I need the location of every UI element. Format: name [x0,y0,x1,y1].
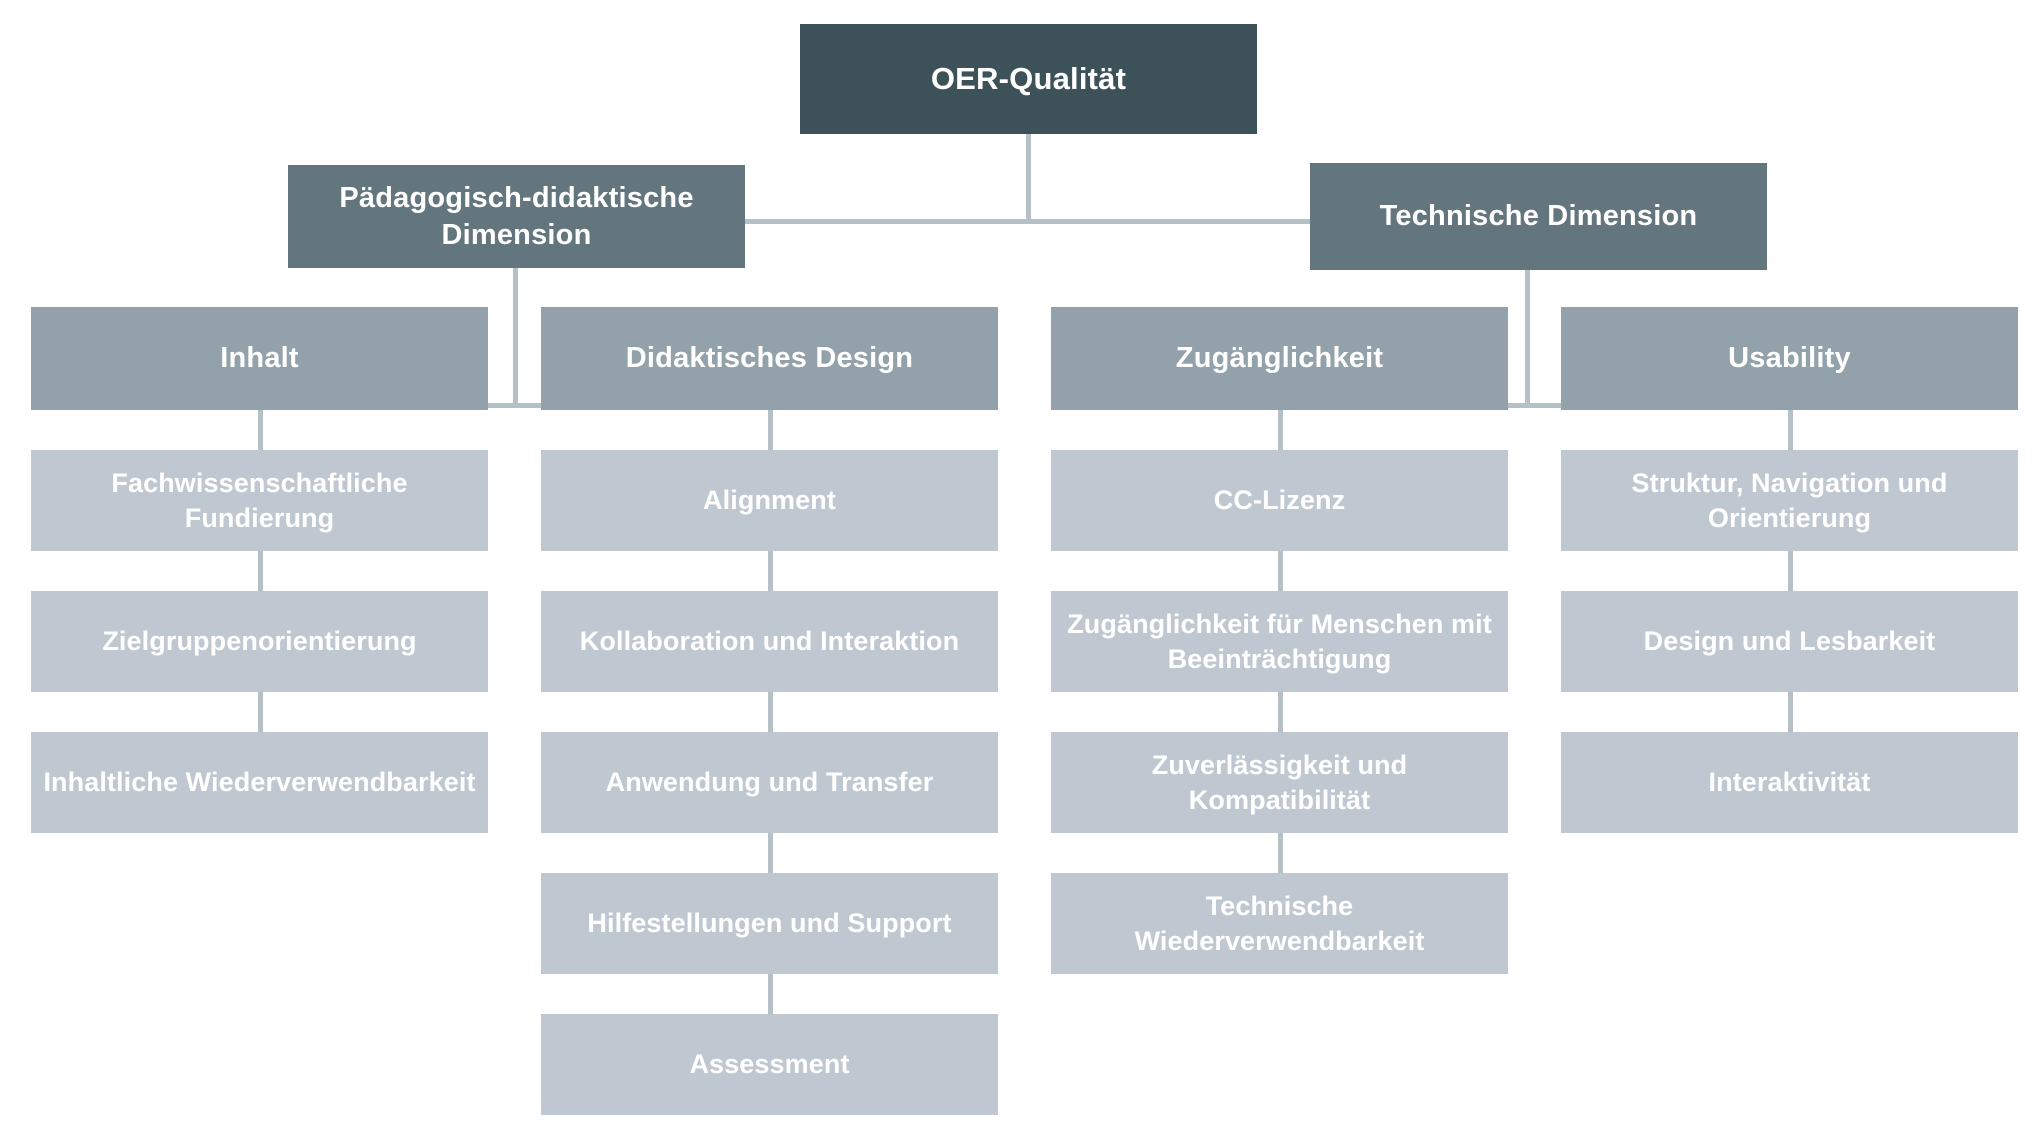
connector-technical-branch-bar [1413,403,1635,408]
connector-technical-stem [1525,270,1530,408]
node-oer-qualitaet[interactable]: OER-Qualität [800,24,1257,134]
connector-col1-1 [258,410,263,450]
node-interaktivitaet[interactable]: Interaktivität [1561,732,2018,833]
connector-pedagogical-stem [513,268,518,408]
node-struktur-navigation-und-orientierung[interactable]: Struktur, Navigation und Orientierung [1561,450,2018,551]
node-assessment[interactable]: Assessment [541,1014,998,1115]
connector-col3-2 [1278,551,1283,591]
node-zugaenglichkeit-fuer-menschen-mit-beeintraechtigung[interactable]: Zugänglichkeit für Menschen mit Beeinträ… [1051,591,1508,692]
node-design-und-lesbarkeit[interactable]: Design und Lesbarkeit [1561,591,2018,692]
node-hilfestellungen-und-support[interactable]: Hilfestellungen und Support [541,873,998,974]
node-didaktisches-design[interactable]: Didaktisches Design [541,307,998,410]
node-cc-lizenz[interactable]: CC-Lizenz [1051,450,1508,551]
node-anwendung-und-transfer[interactable]: Anwendung und Transfer [541,732,998,833]
connector-col4-2 [1788,551,1793,591]
connector-col2-5 [768,974,773,1014]
connector-col2-3 [768,692,773,732]
node-inhaltliche-wiederverwendbarkeit[interactable]: Inhaltliche Wiederverwendbarkeit [31,732,488,833]
node-alignment[interactable]: Alignment [541,450,998,551]
node-zuverlaessigkeit-und-kompatibilitaet[interactable]: Zuverlässigkeit und Kompatibilität [1051,732,1508,833]
connector-col3-3 [1278,692,1283,732]
connector-col3-1 [1278,410,1283,450]
node-kollaboration-und-interaktion[interactable]: Kollaboration und Interaktion [541,591,998,692]
node-zielgruppenorientierung[interactable]: Zielgruppenorientierung [31,591,488,692]
node-fachwissenschaftliche-fundierung[interactable]: Fachwissenschaftliche Fundierung [31,450,488,551]
connector-col3-4 [1278,833,1283,873]
node-zugaenglichkeit[interactable]: Zugänglichkeit [1051,307,1508,410]
node-technische-dimension[interactable]: Technische Dimension [1310,163,1767,270]
connector-col1-2 [258,551,263,591]
connector-col4-3 [1788,692,1793,732]
connector-dimension-spine [745,219,1311,224]
node-paedagogisch-didaktische-dimension[interactable]: Pädagogisch-didaktische Dimension [288,165,745,268]
connector-col1-3 [258,692,263,732]
connector-pedagogical-branch-bar [402,403,624,408]
connector-col2-2 [768,551,773,591]
connector-root-stem [1026,134,1031,222]
connector-col4-1 [1788,410,1793,450]
node-technische-wiederverwendbarkeit[interactable]: Technische Wiederverwendbarkeit [1051,873,1508,974]
connector-col2-4 [768,833,773,873]
node-inhalt[interactable]: Inhalt [31,307,488,410]
connector-col2-1 [768,410,773,450]
node-usability[interactable]: Usability [1561,307,2018,410]
